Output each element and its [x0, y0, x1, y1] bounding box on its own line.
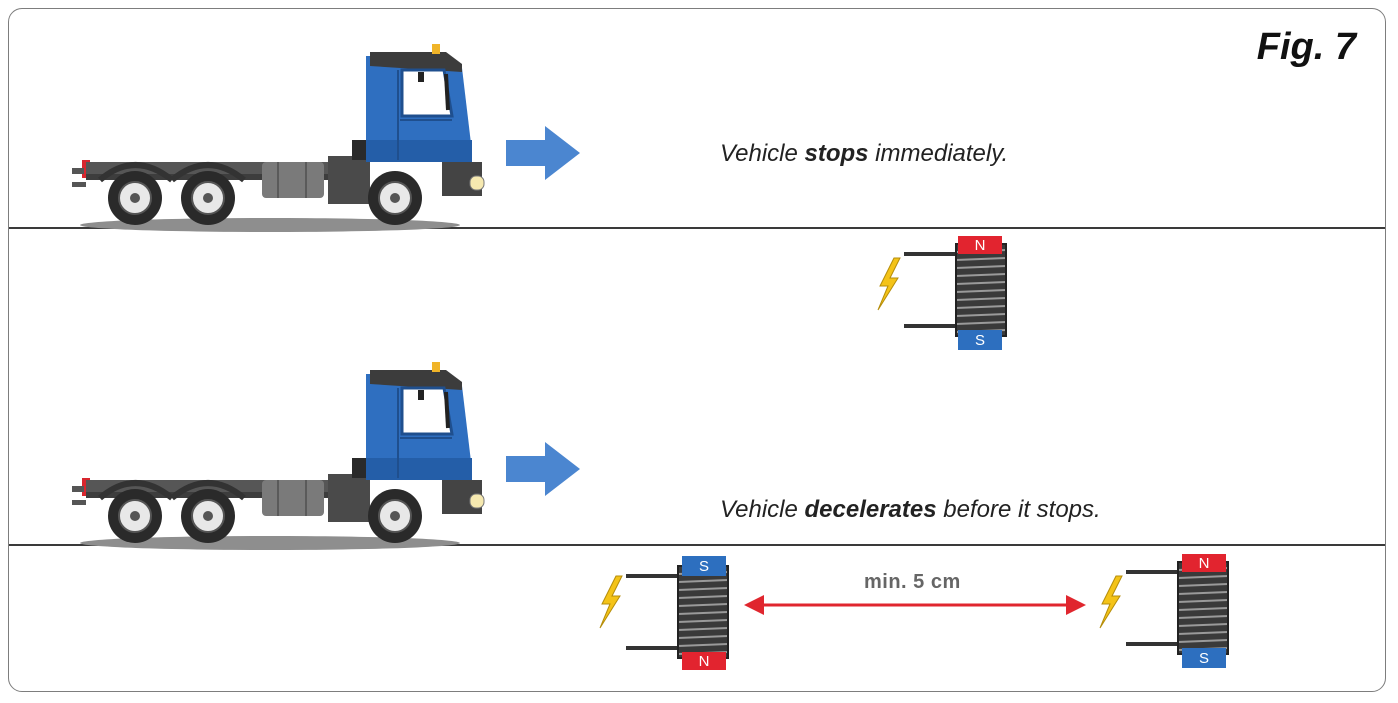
figure-label: Fig. 7 [1256, 26, 1356, 68]
pole-label-south: S [699, 558, 709, 575]
pole-badge-north: N [682, 652, 726, 670]
distance-label: min. 5 cm [864, 571, 961, 593]
truck-bottom [72, 362, 484, 550]
pole-label-south: S [1199, 650, 1209, 667]
pole-label-north: N [1199, 555, 1210, 572]
lightning-icon [877, 257, 901, 311]
distance-arrow-icon [744, 595, 1086, 615]
pole-badge-south: S [1182, 648, 1226, 668]
caption-decelerates-bold: decelerates [804, 496, 937, 523]
arrow-right-icon [506, 442, 580, 496]
pole-badge-north: N [1182, 554, 1226, 572]
caption-stops: Vehicle stops immediately. [720, 140, 1008, 168]
arrow-right-icon [506, 126, 580, 180]
caption-stops-post: immediately. [868, 140, 1009, 167]
caption-decelerates-pre: Vehicle [720, 496, 805, 523]
pole-badge-south: S [958, 330, 1002, 350]
pole-label-north: N [699, 653, 710, 670]
pole-label-south: S [975, 332, 985, 349]
caption-decelerates-post: before it stops. [936, 496, 1101, 523]
pole-badge-south: S [682, 556, 726, 576]
magnet-coil-top [902, 242, 1008, 338]
caption-stops-pre: Vehicle [720, 140, 805, 167]
magnet-coil-left [624, 564, 730, 660]
pole-badge-north: N [958, 236, 1002, 254]
truck-top [72, 44, 484, 232]
pole-label-north: N [975, 237, 986, 254]
lightning-icon [1099, 575, 1123, 629]
road-line-top [9, 227, 1385, 229]
magnet-coil-right [1124, 560, 1230, 656]
caption-stops-bold: stops [804, 140, 869, 167]
caption-decelerates: Vehicle decelerates before it stops. [720, 496, 1101, 524]
figure-frame [8, 8, 1386, 692]
road-line-bottom [9, 544, 1385, 546]
lightning-icon [599, 575, 623, 629]
